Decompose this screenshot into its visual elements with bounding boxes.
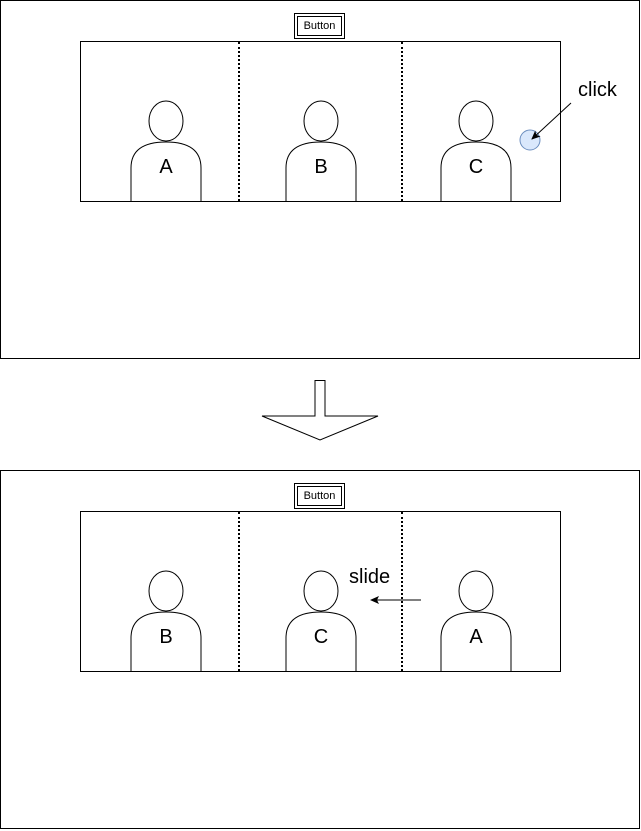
down-arrow-icon xyxy=(261,380,379,441)
person-icon xyxy=(440,570,512,671)
slide-person: B xyxy=(285,100,357,202)
slide-divider xyxy=(401,512,403,671)
slide-person: C xyxy=(285,570,357,672)
carousel-button[interactable]: Button xyxy=(294,483,345,509)
slide-divider xyxy=(238,42,240,201)
carousel-button[interactable]: Button xyxy=(294,13,345,39)
person-icon xyxy=(130,570,202,671)
carousel-after: B C A xyxy=(80,511,561,672)
button-label: Button xyxy=(297,486,342,506)
slide-person: A xyxy=(130,100,202,202)
slide-person: A xyxy=(440,570,512,672)
slide-label: A xyxy=(159,156,173,178)
slide-label: C xyxy=(313,626,329,648)
screen-frame-after xyxy=(0,470,640,829)
person-icon xyxy=(285,100,357,201)
screen-frame-before xyxy=(0,0,640,359)
button-label: Button xyxy=(297,16,342,36)
person-icon xyxy=(440,100,512,201)
click-indicator-icon xyxy=(519,129,541,151)
slide-label: A xyxy=(469,626,483,648)
person-icon xyxy=(285,570,357,671)
slide-person: C xyxy=(440,100,512,202)
slide-label: C xyxy=(468,156,484,178)
slide-label: B xyxy=(159,626,173,648)
person-icon xyxy=(130,100,202,201)
slide-divider xyxy=(238,512,240,671)
click-pointer-arrow xyxy=(531,102,572,140)
click-annotation: click xyxy=(578,79,617,101)
carousel-before: A B C xyxy=(80,41,561,202)
slide-annotation: slide xyxy=(349,566,391,588)
slide-divider xyxy=(401,42,403,201)
slide-label: B xyxy=(314,156,328,178)
slide-person: B xyxy=(130,570,202,672)
